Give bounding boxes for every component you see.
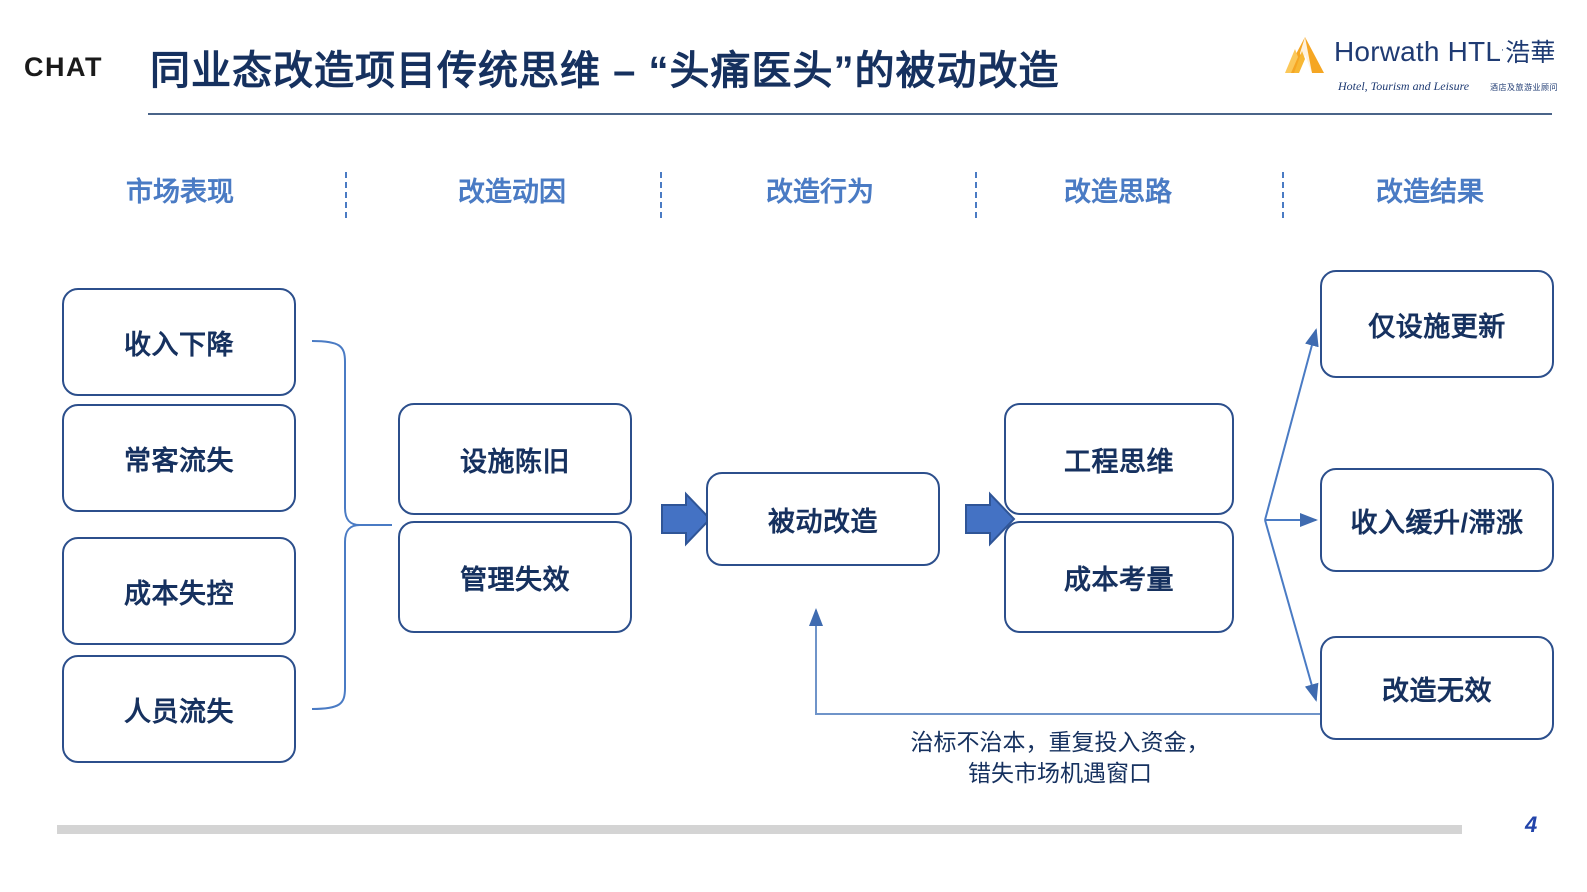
node-revenue-slow-or-flat[interactable]: 收入缓升/滞涨 (1320, 468, 1554, 572)
page-title: 同业态改造项目传统思维 – “头痛医头”的被动改造 (150, 49, 1060, 93)
horwath-htl-logo: Horwath HTL.浩華 Hotel, Tourism and Leisur… (1282, 33, 1558, 101)
node-revenue-decline[interactable]: 收入下降 (62, 288, 296, 396)
logo-wordmark-text: Horwath HTL (1334, 36, 1502, 67)
arrow-to-result-facility-update (1264, 328, 1319, 521)
node-loyal-guest-loss[interactable]: 常客流失 (62, 404, 296, 512)
feedback-loop-caption: 治标不治本，重复投入资金， 错失市场机遇窗口 (855, 727, 1265, 789)
arrow-to-result-ineffective (1264, 519, 1319, 702)
node-cost-out-of-control[interactable]: 成本失控 (62, 537, 296, 645)
caption-line-1: 治标不治本，重复投入资金， (910, 729, 1210, 755)
brace-connector-market-to-causes (311, 340, 361, 710)
node-staff-attrition[interactable]: 人员流失 (62, 655, 296, 763)
logo-wordmark: Horwath HTL.浩華 (1334, 33, 1556, 69)
node-engineering-mindset[interactable]: 工程思维 (1004, 403, 1234, 515)
column-divider-2 (660, 172, 662, 218)
column-header-action: 改造行为 (766, 177, 874, 207)
node-management-failure[interactable]: 管理失效 (398, 521, 632, 633)
block-arrow-causes-to-action (661, 491, 712, 547)
logo-tagline-chinese: 酒店及旅游业顾问 (1490, 83, 1558, 92)
column-header-market: 市场表现 (126, 177, 234, 207)
page-number: 4 (1525, 812, 1538, 837)
node-cost-consideration[interactable]: 成本考量 (1004, 521, 1234, 633)
node-facility-update-only[interactable]: 仅设施更新 (1320, 270, 1554, 378)
column-header-results: 改造结果 (1376, 177, 1484, 207)
title-divider-rule (148, 113, 1552, 115)
column-header-thinking: 改造思路 (1064, 177, 1172, 207)
logo-tagline: Hotel, Tourism and Leisure (1338, 79, 1470, 93)
logo-chinese-name: 浩華 (1505, 39, 1556, 67)
column-divider-1 (345, 172, 347, 218)
footer-bar (57, 825, 1462, 834)
node-passive-renovation[interactable]: 被动改造 (706, 472, 940, 566)
chat-mark-label: CHAT (24, 52, 103, 82)
column-divider-4 (1282, 172, 1284, 218)
horwath-mountain-icon (1285, 37, 1324, 73)
caption-line-2: 错失市场机遇窗口 (968, 760, 1152, 787)
node-outdated-facilities[interactable]: 设施陈旧 (398, 403, 632, 515)
logo-trademark: . (1501, 42, 1505, 54)
column-divider-3 (975, 172, 977, 218)
node-renovation-ineffective[interactable]: 改造无效 (1320, 636, 1554, 740)
column-header-causes: 改造动因 (458, 177, 566, 207)
